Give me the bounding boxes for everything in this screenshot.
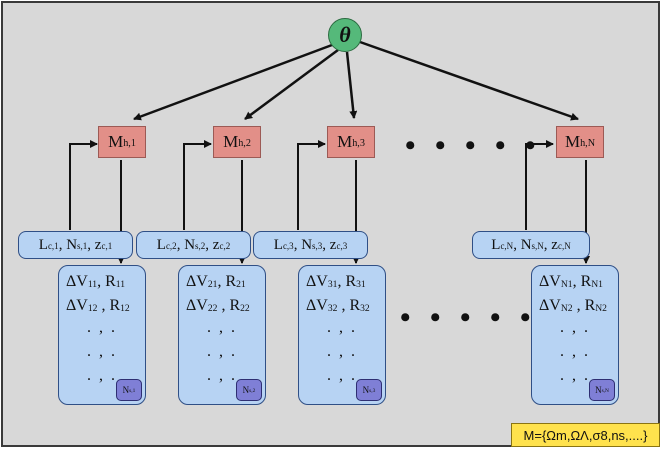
feedback-3 [297, 140, 326, 230]
param-z: z [551, 236, 558, 253]
param-l-sub: c,N [500, 240, 514, 251]
param-z-sub: c,2 [219, 240, 231, 251]
data-dots-row: . , . [87, 319, 115, 336]
param-l-sub: c,2 [165, 240, 177, 251]
data-box-1: ΔV11, R11 ΔV12 , R12 . , . . , . . , . N… [58, 265, 146, 405]
data-row-1: ΔV11, R11 [66, 273, 126, 290]
edge-theta-halo-1 [133, 43, 333, 121]
param-z: z [212, 236, 220, 253]
param-z-sub: c,1 [101, 240, 113, 251]
param-n-sub: s,N [531, 240, 544, 251]
param-z: z [94, 236, 102, 253]
edge-theta-halo-3 [345, 51, 358, 119]
halo-label: M [223, 132, 239, 151]
param-n-sub: s,3 [312, 240, 323, 251]
edge-theta-halo-N [359, 40, 579, 121]
param-n: N [520, 236, 532, 253]
param-l: L [38, 236, 48, 253]
data-dots-row: . , . [87, 343, 115, 360]
theta-node: θ [328, 18, 362, 52]
param-n: N [66, 236, 78, 253]
edge-theta-halo-2 [244, 48, 339, 121]
halo-ellipsis: • • • • • [405, 129, 542, 162]
halo-label: M [108, 132, 124, 151]
data-dots-row: . , . [560, 343, 588, 360]
data-dots-row: . , . [207, 319, 235, 336]
halo-label: M [337, 132, 353, 151]
data-row-1: ΔV31, R31 [306, 273, 366, 290]
data-ellipsis: • • • • • [400, 301, 537, 334]
data-box-N: ΔVN1, RN1 ΔVN2 , RN2 . , . . , . . , . N… [531, 265, 619, 405]
param-l: L [491, 236, 501, 253]
data-dots-row: . , . [87, 367, 115, 384]
halo-label: M [564, 132, 581, 151]
halo-subscript: h,1 [123, 137, 136, 149]
param-z-sub: c,N [557, 240, 571, 251]
data-dots-row: . , . [327, 367, 355, 384]
halo-subscript: h,3 [352, 137, 365, 149]
halo-subscript: h,2 [238, 137, 251, 149]
data-box-2: ΔV21, R21 ΔV22 , R22 . , . . , . . , . N… [178, 265, 266, 405]
feedback-2 [183, 140, 212, 230]
param-n: N [301, 236, 313, 253]
param-n: N [184, 236, 196, 253]
data-dots-row: . , . [560, 367, 588, 384]
param-l-sub: c,1 [47, 240, 59, 251]
data-dots-row: . , . [207, 343, 235, 360]
data-row-2: ΔV12 , R12 [66, 297, 130, 314]
halo-subscript: h,N [580, 137, 596, 149]
data-dots-row: . , . [327, 343, 355, 360]
param-z: z [329, 236, 337, 253]
param-n-sub: s,1 [77, 240, 88, 251]
data-row-2: ΔVN2 , RN2 [539, 297, 607, 314]
data-row-2: ΔV32 , R32 [306, 297, 370, 314]
data-row-2: ΔV22 , R22 [186, 297, 250, 314]
param-z-sub: c,3 [336, 240, 348, 251]
feedback-N [525, 140, 554, 230]
data-row-1: ΔVN1, RN1 [539, 273, 603, 290]
model-parameters-box: M={Ωm,ΩΛ,σ8,ns,....} [511, 423, 660, 447]
param-l: L [156, 236, 166, 253]
param-n-sub: s,2 [195, 240, 206, 251]
feedback-1 [69, 140, 98, 230]
data-box-3: ΔV31, R31 ΔV32 , R32 . , . . , . . , . N… [298, 265, 386, 405]
data-row-1: ΔV21, R21 [186, 273, 246, 290]
data-dots-row: . , . [327, 319, 355, 336]
param-l-sub: c,3 [282, 240, 294, 251]
data-dots-row: . , . [560, 319, 588, 336]
param-l: L [273, 236, 283, 253]
data-dots-row: . , . [207, 367, 235, 384]
